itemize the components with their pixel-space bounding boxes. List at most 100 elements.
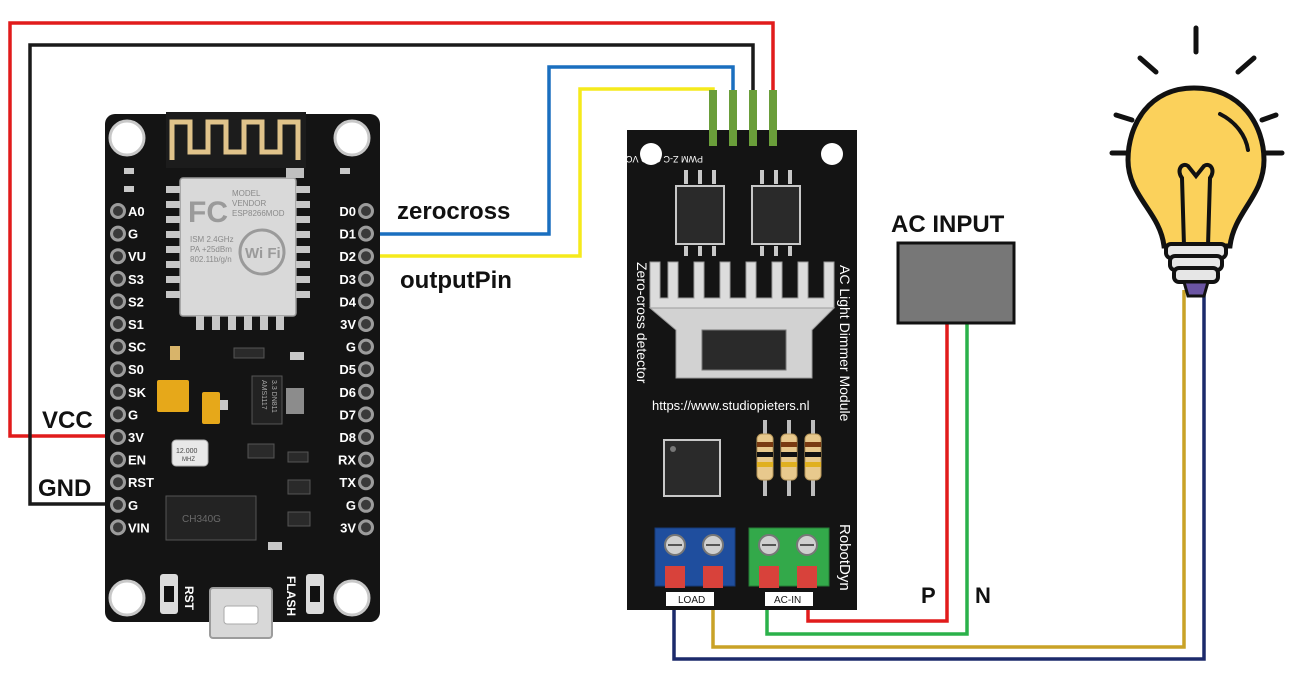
pin-label-left: A0 [128, 204, 145, 219]
phase-label: P [921, 583, 936, 608]
vcc-label: VCC [42, 407, 93, 434]
pin-label-right: G [346, 498, 356, 513]
pin-label-left: S3 [128, 272, 144, 287]
flash-button[interactable]: FLASH [284, 574, 324, 616]
pin-s2-left [110, 293, 126, 310]
ac-input-block: AC INPUT [891, 211, 1016, 325]
pin-rx-right [358, 451, 374, 468]
header-pin-zc [729, 90, 737, 146]
pin-label-right: D6 [339, 385, 356, 400]
dimmer-url: https://www.studiopieters.nl [652, 398, 810, 413]
nodemcu-board: FC MODEL VENDOR ESP8266MOD ISM 2.4GHz PA… [105, 112, 380, 639]
ac-in-terminal[interactable] [748, 527, 830, 588]
bulb-base [1172, 266, 1220, 284]
gnd-label: GND [38, 475, 91, 502]
lower-optocoupler [663, 439, 721, 497]
pin-s1-left [110, 316, 126, 332]
pin-label-right: D1 [339, 227, 356, 242]
optocouplers [675, 170, 801, 256]
pin-label-left: 3V [128, 430, 144, 445]
pin-d2-right [358, 248, 374, 265]
pin-s3-left [110, 270, 126, 287]
load-wire-2 [672, 290, 1206, 661]
light-bulb-icon [1109, 25, 1285, 298]
mounting-hole [108, 579, 146, 617]
load-wire-1 [711, 290, 1186, 649]
resistor-band [757, 462, 773, 467]
usb-chip-label: CH340G [182, 514, 221, 525]
wires [8, 21, 1206, 661]
pin-d6-right [358, 383, 374, 400]
pin-label-right: D7 [339, 407, 356, 422]
micro-usb-port[interactable] [209, 587, 273, 639]
vcc-wire [8, 21, 775, 438]
pin-g-left [110, 496, 126, 513]
nodemcu-pcb [105, 114, 380, 622]
pin-vin-left [110, 519, 126, 536]
pin-label-left: S0 [128, 362, 144, 377]
mounting-hole [108, 119, 146, 157]
pin-en-left [110, 451, 126, 468]
pin-label-left: S2 [128, 294, 144, 309]
pin-label-right: D8 [339, 430, 356, 445]
pin-g-left [110, 406, 126, 423]
pin-label-right: TX [339, 475, 356, 490]
pin-label-left: G [128, 407, 138, 422]
neutral-wire [765, 323, 969, 636]
pin-label-right: D4 [339, 294, 356, 309]
pin-sc-left [110, 338, 126, 355]
tantalum-capacitor [202, 392, 220, 424]
mounting-hole [333, 119, 371, 157]
load-terminal[interactable] [654, 527, 736, 588]
bulb-tip [1182, 280, 1210, 298]
triac [701, 329, 787, 371]
fcc-logo: FC [188, 196, 228, 229]
rst-button-label: RST [182, 586, 196, 611]
antenna-icon [166, 112, 306, 168]
resistor-band [805, 452, 821, 457]
brand-label: RobotDyn [836, 524, 853, 591]
ac-in-label: AC-IN [774, 595, 801, 606]
bulb-glass [1125, 85, 1267, 249]
mounting-hole [333, 579, 371, 617]
pin-label-left: EN [128, 453, 146, 468]
module-text-line: ISM 2.4GHz [190, 235, 234, 244]
pin-d1-right [358, 225, 374, 242]
rst-button[interactable]: RST [160, 574, 196, 614]
pin-label-left: S1 [128, 317, 144, 332]
neutral-label: N [975, 583, 991, 608]
resistor-band [781, 452, 797, 457]
crystal-label: 12.000 [176, 448, 198, 455]
pin-d3-right [358, 270, 374, 287]
pin-label-right: D0 [339, 204, 356, 219]
mounting-hole [640, 143, 662, 165]
resistors [756, 420, 822, 496]
module-castellations [166, 186, 310, 330]
regulator-label: AMS1117 [260, 380, 267, 410]
bulb-filament [1177, 163, 1215, 247]
pin-3v-right [358, 519, 374, 536]
pin-tx-right [358, 474, 374, 491]
ac-input-label: AC INPUT [891, 211, 1005, 238]
pin-rst-left [110, 474, 126, 491]
flash-button-label: FLASH [284, 576, 298, 616]
zero-cross-side-label: Zero-cross detector [634, 262, 650, 384]
module-text-line: ESP8266MOD [232, 209, 285, 218]
wifi-logo-text: Wi Fi [245, 245, 281, 262]
pin-d0-right [358, 203, 374, 219]
pin-3v-left [110, 429, 126, 445]
pin-label-right: 3V [340, 520, 356, 535]
output-pin-label: outputPin [400, 267, 512, 294]
module-text-line: MODEL [232, 189, 261, 198]
crystal-label: MHZ [182, 457, 195, 463]
header-pin-pwm [709, 90, 717, 146]
wifi-logo-icon [238, 228, 286, 276]
pin-label-right: 3V [340, 317, 356, 332]
resistor-band [805, 462, 821, 467]
ac-input-box [896, 241, 1016, 325]
pin-label-left: SK [128, 385, 147, 400]
zerocross-label: zerocross [397, 198, 510, 225]
header-pin-labels: PWM Z-C GND VCC [619, 154, 703, 164]
